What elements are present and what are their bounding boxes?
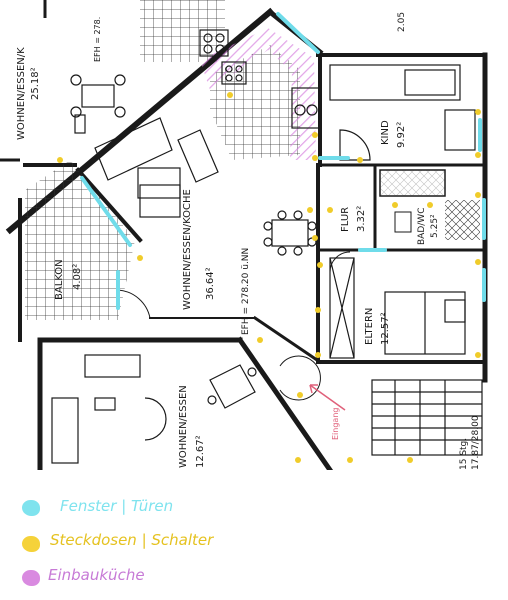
legend-windows-label: Fenster | Türen	[60, 497, 174, 515]
bathtub-tiles	[380, 170, 445, 196]
label-flur-area: 3.32²	[356, 206, 367, 232]
label-wohnen-bottom: WOHNEN/ESSEN	[178, 385, 189, 468]
entry-arrow	[309, 384, 346, 411]
eltern-furniture	[329, 257, 466, 359]
top-grid-area	[140, 0, 225, 62]
legend-cyan-swatch	[22, 500, 40, 516]
top-left-room	[0, 0, 47, 162]
label-stair-1: 15 Stg.	[459, 438, 469, 470]
label-kind: KIND	[380, 120, 391, 145]
label-eltern: ELTERN	[364, 308, 375, 345]
label-top-right-num: 2.05	[397, 12, 407, 32]
label-wohnen-top-left: WOHNEN/ESSEN/K	[16, 47, 27, 140]
top-left-furniture	[70, 74, 126, 134]
label-bad-area: 5.25²	[430, 214, 440, 238]
kind-furniture	[329, 64, 476, 161]
legend-yellow-swatch	[22, 536, 40, 552]
label-kind-area: 9.92²	[396, 122, 407, 148]
label-balkon: BALKON	[54, 259, 65, 300]
label-flur: FLUR	[340, 207, 351, 232]
outlet-markers	[57, 92, 481, 463]
label-entry-note: Eingang	[331, 408, 340, 440]
label-eltern-area: 12.57²	[380, 312, 391, 345]
balcony-grid	[25, 160, 135, 320]
label-wohnen-main: WOHNEN/ESSEN/KOCHE	[182, 189, 193, 310]
legend-outlets-label: Steckdosen | Schalter	[50, 531, 214, 549]
label-stair-2: 17.87/28.00	[471, 415, 481, 470]
legend-kitchen-label: Einbauküche	[48, 566, 145, 584]
bath-tiles	[445, 200, 480, 240]
label-balkon-area: 4.08²	[72, 264, 83, 290]
label-wohnen-main-area: 36.64²	[205, 267, 216, 300]
label-top-left-efh: EFH = 278.	[93, 17, 102, 62]
toilet	[394, 211, 412, 233]
floor-plan: WOHNEN/ESSEN/K 25.18² EFH = 278. WOHNEN/…	[0, 0, 488, 470]
door-arcs	[117, 251, 351, 401]
staircase	[371, 379, 483, 456]
window-markers	[80, 12, 486, 310]
kitchen-appliances	[199, 29, 321, 129]
bottom-furniture	[51, 354, 257, 464]
label-bad: BAD/WC	[417, 208, 427, 245]
kitchen-highlight	[200, 28, 316, 160]
label-main-efh: EFH = 278.20 ü.NN	[241, 248, 251, 335]
label-wohnen-bottom-area: 12.67²	[195, 435, 206, 468]
legend-purple-swatch	[22, 570, 40, 586]
living-furniture	[94, 117, 317, 256]
label-wohnen-top-left-area: 25.18²	[30, 67, 41, 100]
